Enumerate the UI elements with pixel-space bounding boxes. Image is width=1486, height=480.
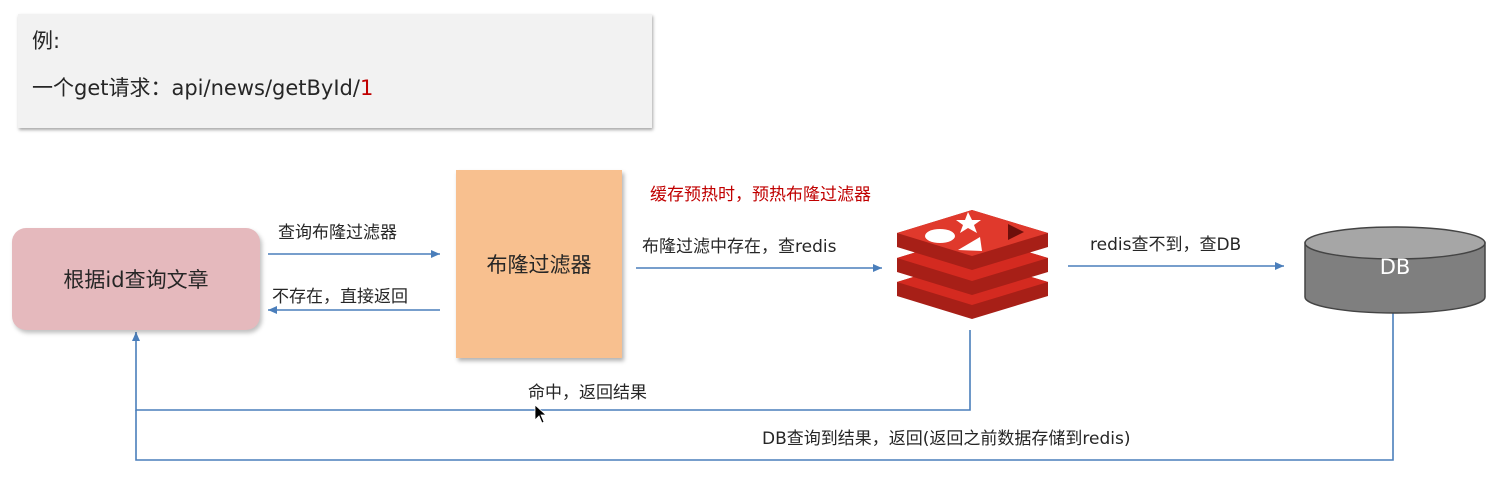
label-query-bloom: 查询布隆过滤器: [278, 223, 397, 243]
note-request: 一个get请求：api/news/getById/1: [32, 75, 652, 101]
label-db-result-return: DB查询到结果，返回(返回之前数据存储到redis): [762, 429, 1131, 449]
db-cylinder-icon: [1304, 226, 1486, 314]
label-hit-return: 命中，返回结果: [528, 383, 647, 403]
example-note: 例: 一个get请求：api/news/getById/1: [18, 14, 652, 128]
node-db-label: DB: [1379, 255, 1411, 279]
label-not-exist-return: 不存在，直接返回: [272, 287, 408, 307]
redis-logo-icon: [897, 210, 1048, 319]
arrow-hit-return: [132, 330, 971, 411]
node-search-article: 根据id查询文章: [12, 228, 260, 330]
note-request-path: 一个get请求：api/news/getById/: [32, 76, 360, 100]
arrow-db-return: [135, 312, 1394, 461]
mouse-cursor-icon: [534, 404, 548, 424]
note-request-id: 1: [359, 76, 374, 100]
label-cache-warmup: 缓存预热时，预热布隆过滤器: [650, 185, 871, 205]
label-exists-query-redis: 布隆过滤中存在，查redis: [642, 237, 837, 257]
label-redis-miss-query-db: redis查不到，查DB: [1090, 235, 1242, 255]
node-bloom-filter: 布隆过滤器: [456, 170, 622, 358]
note-title: 例:: [32, 29, 61, 53]
